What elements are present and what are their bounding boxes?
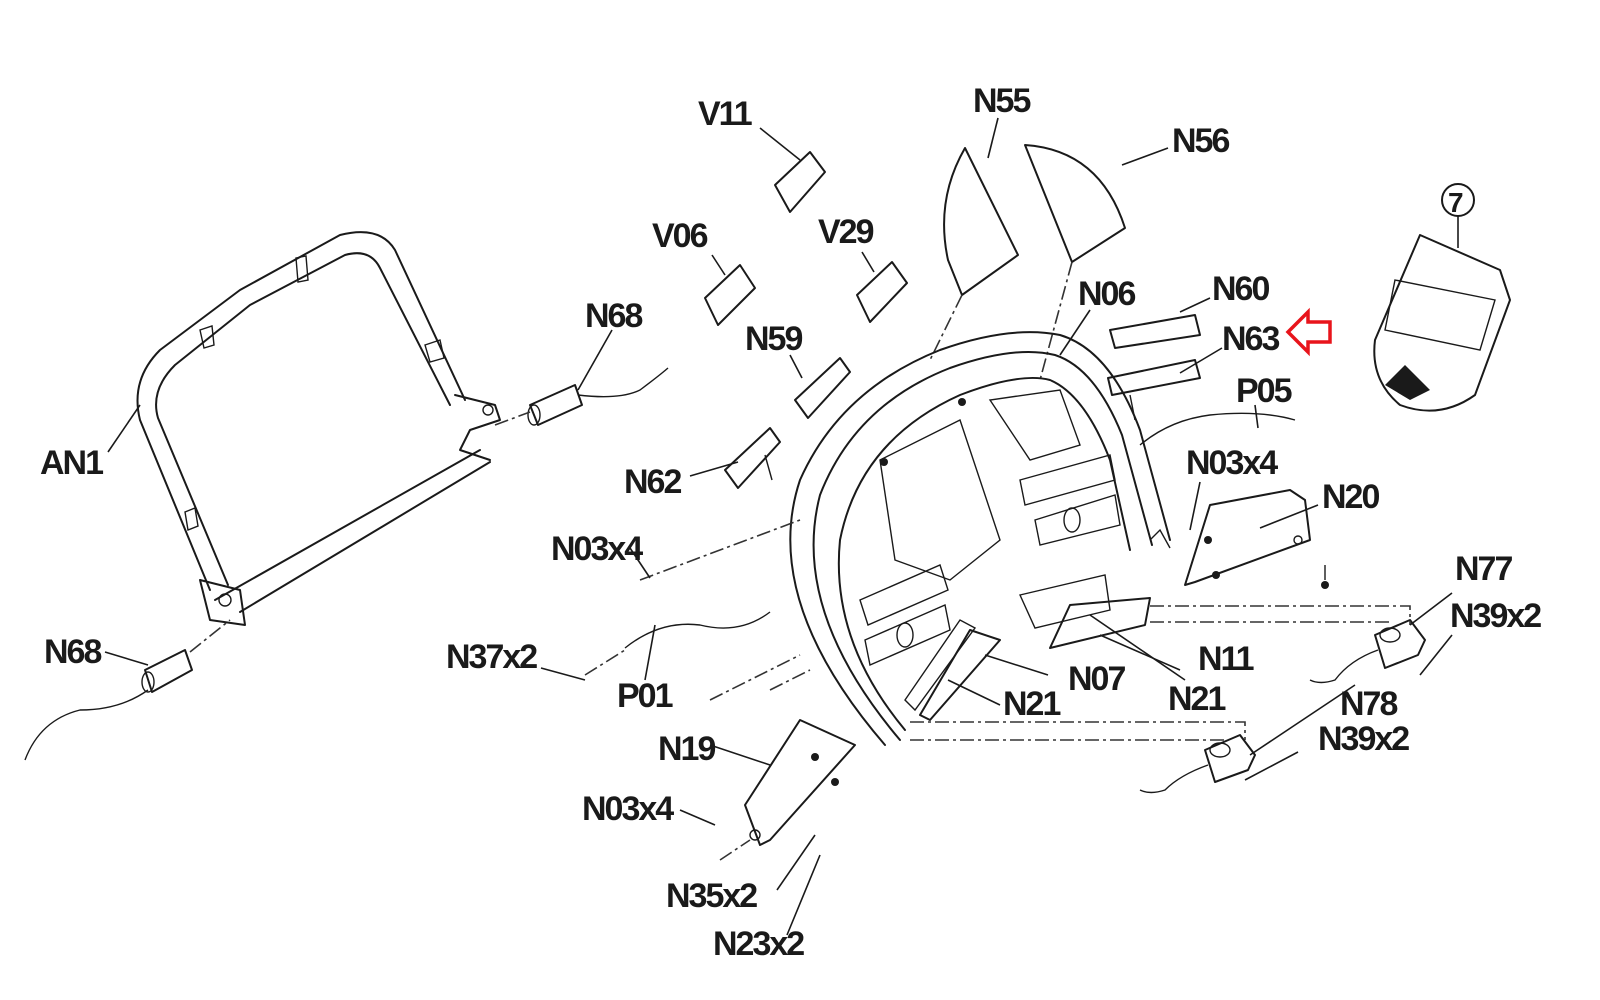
label-p01: P01 [617, 677, 673, 715]
label-n39x2-top: N39x2 [1450, 597, 1541, 635]
handlebar-frame-an1 [136, 231, 501, 626]
label-n59: N59 [745, 320, 802, 358]
sticker-n59 [794, 357, 851, 419]
label-n03x4-right: N03x4 [1186, 444, 1278, 482]
sticker-n62 [724, 427, 781, 489]
label-v29: V29 [818, 213, 874, 251]
sticker-v06 [704, 264, 756, 326]
leader-lines [104, 117, 1453, 936]
label-p05: P05 [1236, 372, 1292, 410]
label-n06: N06 [1078, 275, 1135, 313]
speaker-n78 [1139, 734, 1256, 794]
label-n19: N19 [658, 730, 715, 768]
sticker-n60 [1109, 314, 1201, 349]
console-housing-n06 [789, 331, 1171, 746]
cable-p01 [584, 611, 771, 676]
highlight-arrow-icon [1285, 307, 1332, 357]
sticker-v29 [856, 261, 908, 323]
part-n68-bottom [24, 619, 231, 761]
overlay-n55 [929, 147, 1019, 361]
label-n35x2: N35x2 [666, 877, 757, 915]
sticker-v11 [774, 151, 826, 213]
label-n78: N78 [1340, 685, 1397, 723]
label-n68-bottom: N68 [44, 633, 101, 671]
cable-p05 [1139, 412, 1296, 446]
label-n07: N07 [1068, 660, 1125, 698]
label-n62: N62 [624, 463, 681, 501]
console-assembly-7 [1373, 183, 1511, 412]
label-n63: N63 [1222, 320, 1279, 358]
label-an1: AN1 [40, 444, 103, 482]
insert-n11 [1019, 574, 1111, 629]
cover-n19 [744, 719, 856, 846]
insert-n21-right [1049, 597, 1151, 649]
label-v11: V11 [698, 95, 752, 133]
overlay-n56 [1024, 144, 1126, 381]
cover-n20 [1184, 489, 1329, 589]
part-n68-top [494, 367, 669, 426]
label-n21-right: N21 [1168, 680, 1225, 718]
label-n03x4-left: N03x4 [551, 530, 643, 568]
label-assembly-7: 7 [1448, 187, 1463, 218]
label-n60: N60 [1212, 270, 1269, 308]
label-n37x2: N37x2 [446, 638, 537, 676]
insert-n21-left [904, 619, 977, 712]
speaker-n77 [1309, 619, 1426, 684]
label-n55: N55 [973, 82, 1030, 120]
insert-n07 [919, 629, 1001, 721]
label-n20: N20 [1322, 478, 1379, 516]
label-n21-left: N21 [1003, 685, 1060, 723]
label-n11: N11 [1198, 640, 1254, 678]
label-v06: V06 [652, 217, 708, 255]
assembly-lines [639, 519, 1411, 861]
label-n56: N56 [1172, 122, 1229, 160]
part-labels: V11 V06 V29 N59 N62 N55 N56 N06 N60 N63 … [40, 82, 1543, 963]
label-n39x2-bottom: N39x2 [1318, 720, 1409, 758]
label-n03x4-bottom: N03x4 [582, 790, 674, 828]
label-n77: N77 [1455, 550, 1512, 588]
label-n68-top: N68 [585, 297, 642, 335]
label-n23x2: N23x2 [713, 925, 804, 963]
